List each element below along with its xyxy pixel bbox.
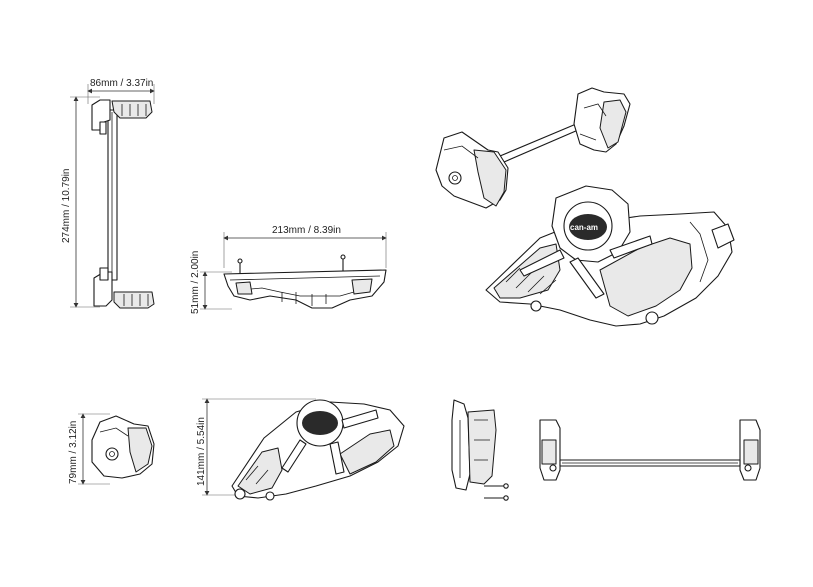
guard-side-view xyxy=(202,398,405,501)
dimension-plate-width: 213mm / 8.39in xyxy=(272,225,341,236)
dimension-guard-height: 141mm / 5.54in xyxy=(196,417,207,486)
rod-front-view xyxy=(539,419,761,481)
narrow-side-view xyxy=(451,399,509,501)
plate-side-view xyxy=(200,232,387,310)
logo-text: can-am xyxy=(570,223,598,232)
isometric-guard: can-am xyxy=(485,185,735,327)
dimension-top-width: 86mm / 3.37in xyxy=(90,78,153,89)
dimension-mount-height: 79mm / 3.12in xyxy=(68,421,79,484)
isometric-rod-assembly xyxy=(435,87,631,209)
dimension-total-height: 274mm / 10.79in xyxy=(61,169,72,244)
dimension-plate-height: 51mm / 2.00in xyxy=(190,251,201,314)
small-mount-view xyxy=(78,413,155,485)
side-view-bracket xyxy=(70,84,155,309)
